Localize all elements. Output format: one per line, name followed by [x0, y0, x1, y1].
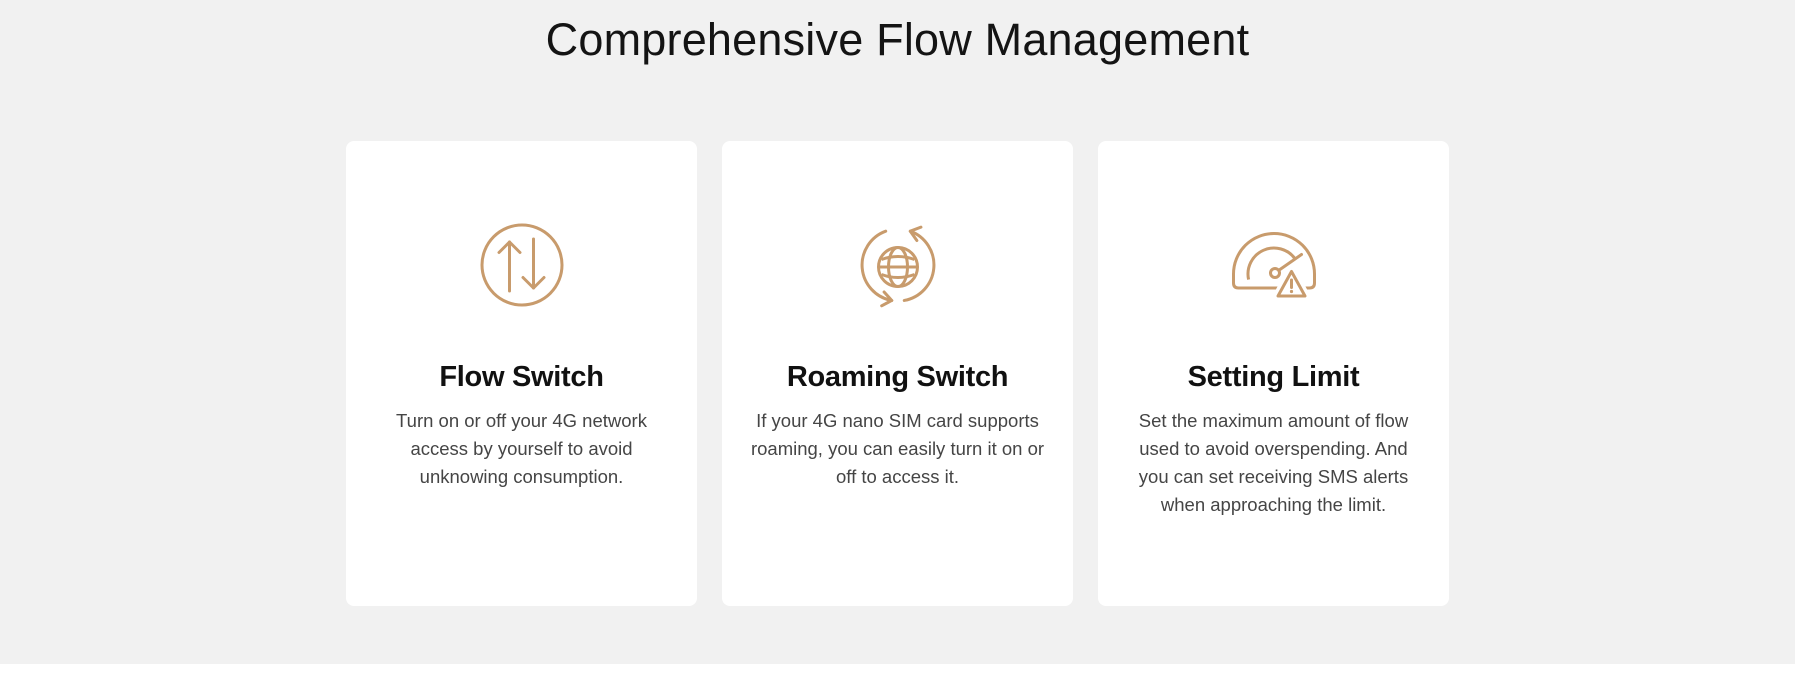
card-description: Turn on or off your 4G network access by…: [396, 410, 647, 487]
card-description: If your 4G nano SIM card supports roamin…: [750, 410, 1045, 487]
up-down-arrows-circle-icon: [346, 221, 697, 309]
card-title: Setting Limit: [1187, 361, 1360, 393]
gauge-warning-icon: [1098, 221, 1449, 309]
card-title: Flow Switch: [439, 361, 604, 393]
feature-cards-row: Flow Switch Turn on or off your 4G netwo…: [0, 141, 1795, 606]
feature-card-flow-switch: Flow Switch Turn on or off your 4G netwo…: [346, 141, 697, 606]
card-description: Set the maximum amount of flow used to a…: [1138, 410, 1409, 515]
globe-refresh-arrows-icon: [722, 221, 1073, 309]
section-bottom-divider: [0, 664, 1795, 673]
feature-card-setting-limit: Setting Limit Set the maximum amount of …: [1098, 141, 1449, 606]
card-title: Roaming Switch: [786, 361, 1009, 393]
feature-card-roaming-switch: Roaming Switch If your 4G nano SIM card …: [722, 141, 1073, 606]
page-title: Comprehensive Flow Management: [545, 14, 1250, 65]
